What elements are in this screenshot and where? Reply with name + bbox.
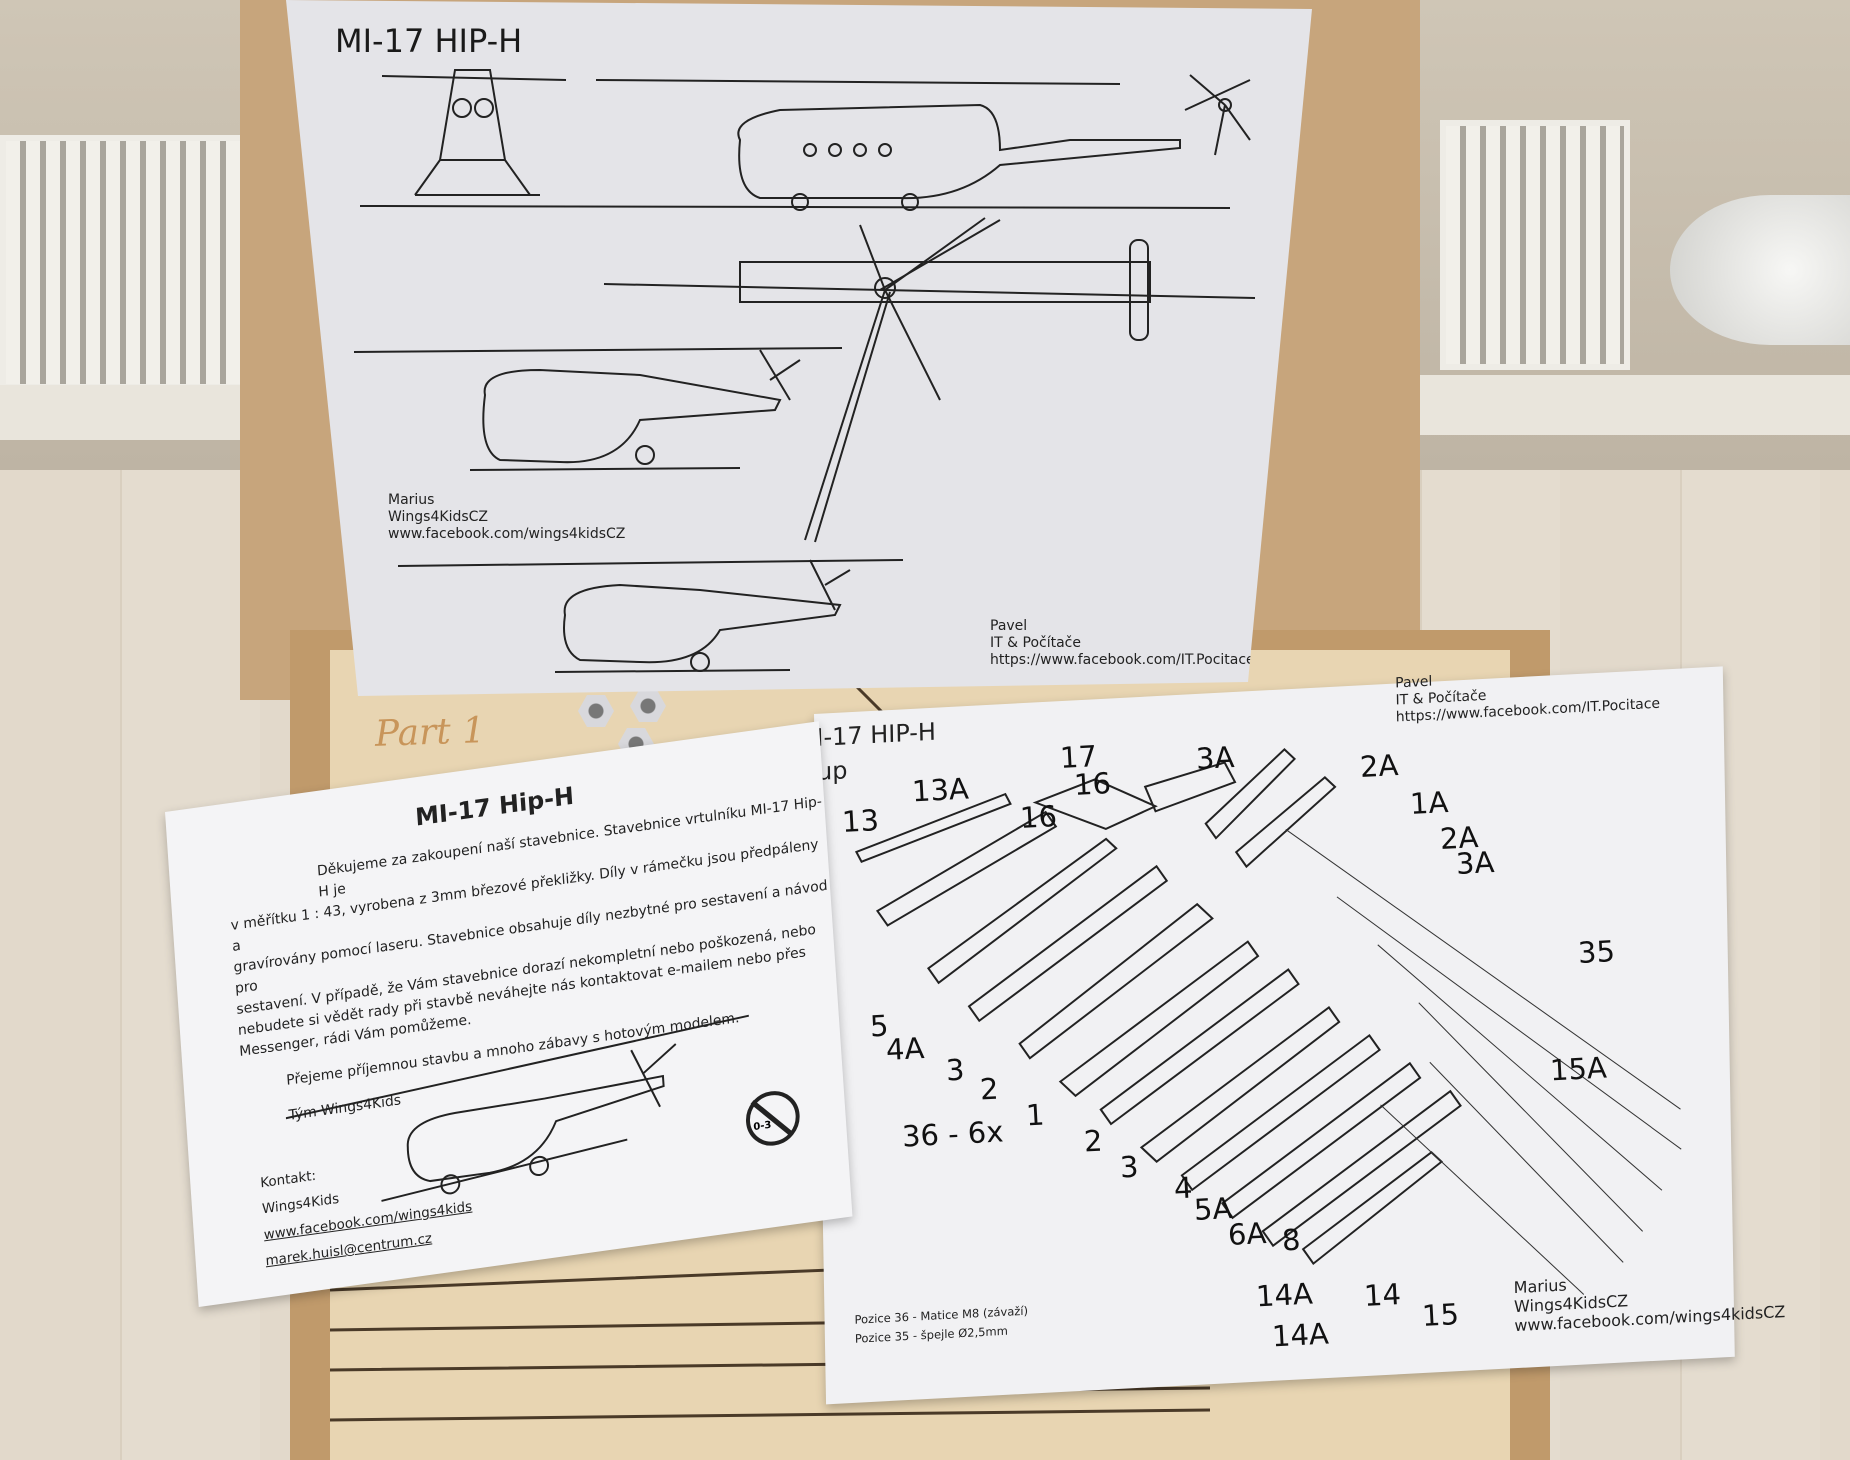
- side-view-drawing: [595, 74, 1251, 211]
- part-label: 13: [841, 803, 880, 839]
- helicopter-illustration: [285, 1014, 749, 1202]
- radiator-left: [0, 135, 265, 390]
- part-label: 3A: [1455, 845, 1496, 881]
- window-sill-right: [1420, 375, 1850, 435]
- helicopter-drawings: [353, 69, 1256, 673]
- part-label: 2: [1083, 1123, 1104, 1159]
- credit-brand: Wings4KidsCZ: [388, 509, 489, 525]
- perspective-view-drawing: [353, 347, 843, 471]
- credit-left: Marius Wings4KidsCZ www.facebook.com/win…: [388, 492, 625, 543]
- part-label: 36 - 6x: [901, 1114, 1005, 1154]
- part-label: 3: [945, 1052, 966, 1088]
- blueprint-title: MI-17 HIP-H: [335, 22, 523, 60]
- credit-name: Pavel: [990, 618, 1028, 634]
- credit-right: Pavel IT & Počítače https://www.facebook…: [990, 618, 1255, 669]
- part-label: 14: [1363, 1277, 1402, 1313]
- part-label: 14A: [1271, 1316, 1330, 1354]
- part-label: 4: [1173, 1170, 1194, 1206]
- part-label: 3A: [1195, 740, 1236, 776]
- part-label: 14A: [1255, 1276, 1314, 1314]
- part-label: 1A: [1409, 785, 1450, 821]
- exploded-parts-drawing: [854, 748, 1682, 1295]
- part-label: 15: [1421, 1297, 1460, 1333]
- part-label: 4A: [885, 1031, 926, 1067]
- part-label: 3: [1119, 1149, 1140, 1185]
- intro-letter-sheet: MI-17 Hip-H Děkujeme za zakoupení naší s…: [165, 721, 853, 1308]
- part-label: 8: [1281, 1222, 1302, 1258]
- perspective-view-drawing: [397, 559, 904, 673]
- assembly-diagram-sheet: I-17 HIP-H up Pavel IT & Počítače https:…: [814, 666, 1785, 1405]
- radiator-right: [1440, 120, 1630, 370]
- part-label: 16: [1019, 799, 1058, 835]
- plywood-part-label: Part 1: [374, 710, 486, 755]
- part-label: 13A: [911, 771, 970, 809]
- credit-name: Marius: [388, 492, 435, 508]
- credit-brand: IT & Počítače: [990, 635, 1081, 651]
- credit-link: www.facebook.com/wings4kidsCZ: [388, 526, 626, 542]
- part-label: 16: [1073, 766, 1112, 802]
- part-label: 1: [1025, 1097, 1046, 1133]
- part-label: 2A: [1359, 748, 1400, 784]
- credit-link: https://www.facebook.com/IT.Pocitace: [990, 652, 1255, 668]
- part-label: 35: [1577, 934, 1616, 970]
- part-label: 2: [979, 1071, 1000, 1107]
- part-label: 15A: [1549, 1050, 1608, 1088]
- thermostat-knob: [1670, 195, 1850, 345]
- part-label: 6A: [1227, 1216, 1268, 1252]
- age-warning-text: 0-3: [753, 1119, 772, 1134]
- top-view-drawing: [603, 217, 1256, 543]
